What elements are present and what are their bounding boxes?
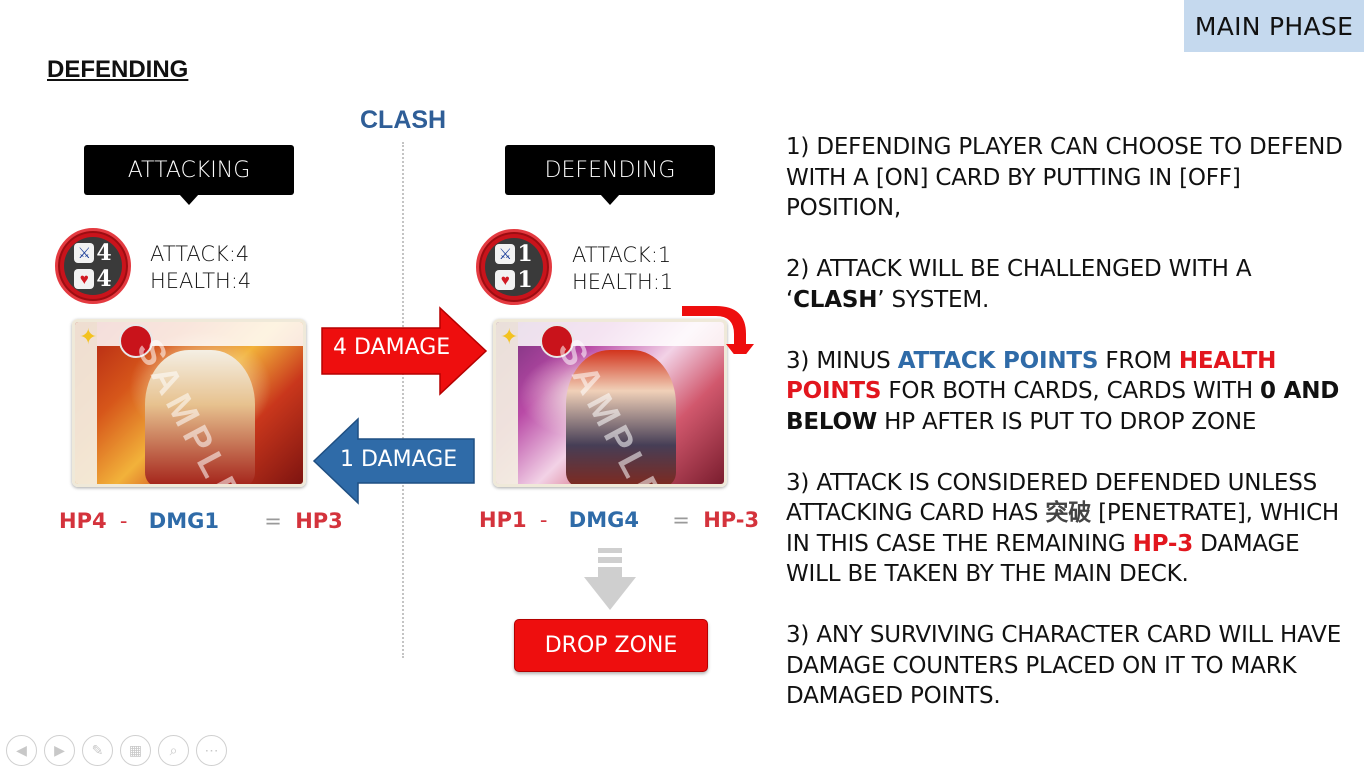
slideshow-nav: ◀ ▶ ✎ ▦ ⌕ ⋯	[6, 735, 227, 766]
heart-icon: ♥	[495, 270, 516, 290]
drop-zone-label: DROP ZONE	[544, 633, 678, 658]
rule-5: 3) ANY SURVIVING CHARACTER CARD WILL HAV…	[786, 622, 1342, 709]
defending-eq-equals: =	[672, 508, 690, 532]
swords-icon: ⚔	[74, 243, 95, 263]
card-art	[566, 350, 676, 484]
defending-callout: DEFENDING	[505, 145, 715, 205]
clash-divider	[402, 142, 404, 658]
attacking-callout-label: ATTACKING	[127, 157, 251, 183]
attacking-eq-equals: =	[264, 509, 282, 533]
rule-4-text-a: 3) ATTACK IS CONSIDERED DEFENDED UNLESS …	[786, 469, 1318, 527]
rule-4-text-c: DAMAGE WILL BE TAKEN BY THE MAIN DECK.	[786, 530, 1300, 588]
attacking-badge-health: 4	[96, 266, 112, 292]
attacking-stat-badge: ⚔4 ♥4	[55, 228, 131, 304]
heart-icon: ♥	[74, 269, 95, 289]
attacking-card: ✦ SAMPLE	[72, 319, 306, 487]
card-text-strip	[75, 322, 97, 484]
card-art	[145, 350, 255, 484]
zoom-icon[interactable]: ⌕	[158, 735, 189, 766]
rule-3-text-d: HP AFTER IS PUT TO DROP ZONE	[877, 408, 1257, 435]
attacking-eq-result: HP3	[295, 509, 343, 533]
more-icon[interactable]: ⋯	[196, 735, 227, 766]
phase-badge: MAIN PHASE	[1184, 0, 1364, 52]
rule-2-clash: CLASH	[793, 286, 878, 313]
rotate-off-arrow-icon	[682, 306, 754, 354]
attacking-badge-attack: 4	[96, 240, 112, 266]
defending-health-line: HEALTH:1	[572, 270, 674, 294]
defending-card: ✦ SAMPLE	[493, 319, 727, 487]
swords-icon: ⚔	[495, 244, 516, 264]
star-icon: ✦	[79, 324, 98, 349]
rule-4-penetrate-kanji: 突破	[1045, 500, 1091, 526]
rule-3-zero-and-below: 0 AND BELOW	[786, 378, 1340, 435]
prev-icon[interactable]: ◀	[6, 735, 37, 766]
rule-3: 3) MINUS ATTACK POINTS FROM HEALTH POINT…	[786, 346, 1346, 438]
slides-icon[interactable]: ▦	[120, 735, 151, 766]
damage-arrow-left	[312, 417, 475, 505]
damage-arrow-right-label: 4 DAMAGE	[333, 335, 451, 360]
rule-4-text-b: [PENETRATE], WHICH IN THIS CASE THE REMA…	[786, 500, 1340, 557]
defending-callout-label: DEFENDING	[544, 157, 676, 183]
next-icon[interactable]: ▶	[44, 735, 75, 766]
defending-eq-minus: -	[539, 508, 548, 532]
defending-stat-text: ATTACK:1 HEALTH:1	[572, 242, 673, 296]
defending-badge-health: 1	[517, 267, 533, 293]
rule-4-hp-value: HP-3	[1132, 530, 1194, 557]
defending-eq-dmg: DMG4	[568, 508, 639, 532]
defending-equation: HP1 - DMG4 = HP-3	[479, 508, 759, 532]
attacking-callout: ATTACKING	[84, 145, 294, 205]
rule-1: 1) DEFENDING PLAYER CAN CHOOSE TO DEFEND…	[786, 134, 1343, 221]
attacking-eq-dmg: DMG1	[148, 509, 219, 533]
clash-heading: CLASH	[360, 106, 447, 134]
page-title: DEFENDING	[47, 56, 189, 83]
card-cost-icon	[540, 324, 574, 358]
rule-4: 3) ATTACK IS CONSIDERED DEFENDED UNLESS …	[786, 468, 1346, 590]
defending-attack-line: ATTACK:1	[572, 243, 672, 267]
rule-2: 2) ATTACK WILL BE CHALLENGED WITH A ‘CLA…	[786, 254, 1346, 315]
defending-eq-hp: HP1	[479, 508, 527, 532]
card-cost-icon	[119, 324, 153, 358]
down-arrow-icon	[584, 548, 636, 610]
rule-2-text-end: ’ SYSTEM.	[877, 286, 990, 313]
drop-zone-box: DROP ZONE	[514, 619, 708, 672]
defending-eq-result: HP-3	[703, 508, 760, 532]
damage-arrow-left-label: 1 DAMAGE	[340, 447, 458, 472]
defending-badge-attack: 1	[517, 241, 533, 267]
star-icon: ✦	[500, 324, 519, 349]
rule-3-health-points: HEALTH POINTS	[786, 347, 1277, 405]
attacking-health-line: HEALTH:4	[150, 269, 252, 293]
attacking-eq-hp: HP4	[59, 509, 107, 533]
rule-3-text-c: FOR BOTH CARDS, CARDS WITH	[881, 378, 1261, 404]
attacking-attack-line: ATTACK:4	[150, 242, 250, 266]
rules-list: 1) DEFENDING PLAYER CAN CHOOSE TO DEFEND…	[786, 132, 1346, 742]
attacking-equation: HP4 - DMG1 = HP3	[59, 509, 343, 533]
damage-arrow-right	[321, 306, 488, 396]
pen-icon[interactable]: ✎	[82, 735, 113, 766]
defending-stat-badge: ⚔1 ♥1	[476, 229, 552, 305]
attacking-stat-text: ATTACK:4 HEALTH:4	[150, 241, 251, 295]
card-text-strip	[496, 322, 518, 484]
rule-2-text: 2) ATTACK WILL BE CHALLENGED WITH A ‘	[786, 256, 1252, 313]
rule-3-text-a: 3) MINUS	[786, 347, 898, 374]
rule-3-text-b: FROM	[1098, 347, 1179, 374]
rule-3-attack-points: ATTACK POINTS	[897, 347, 1099, 374]
attacking-eq-minus: -	[119, 509, 128, 533]
